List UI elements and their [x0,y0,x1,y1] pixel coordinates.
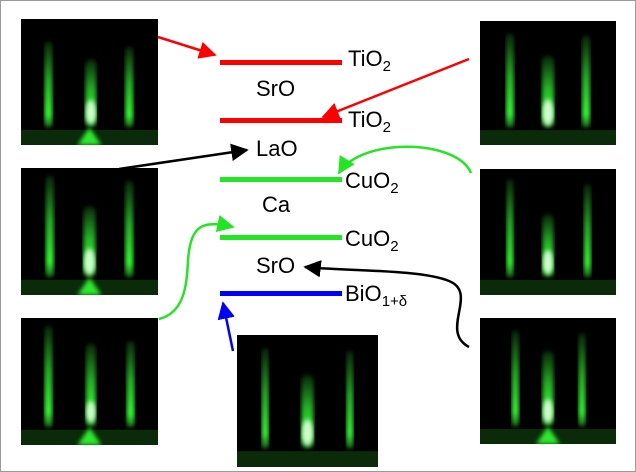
rheed-streak [44,41,53,128]
rheed-streak [506,179,514,278]
rheed-streak [346,350,354,449]
rheed-pattern [21,175,158,295]
rheed-pattern [21,325,158,445]
rheed-streak [583,184,591,278]
arrow-top-left-to-tio2 [157,35,217,59]
arrow-middle-left-to-lao [118,143,249,171]
rheed-shadow-edge [237,451,378,467]
rheed-streak [261,348,269,449]
arrow-middle-right-to-cuo2 [337,145,473,175]
rheed-panel-bottom-right [480,318,616,444]
rheed-shadow-edge [480,279,616,295]
rheed-bright-spot [543,250,553,275]
rheed-bright-spot [543,399,553,424]
rheed-panel-middle-right [480,169,616,295]
rheed-panel-bottom-center [237,335,378,467]
label-tio2-top: TiO2 [348,46,391,75]
label-bio: BiO1+δ [345,281,408,310]
rheed-pattern [480,330,616,444]
rheed-direct-beam [77,277,102,295]
rheed-shadow-edge [480,130,616,145]
rheed-pattern [480,33,616,145]
rheed-panel-top-right [480,21,616,145]
cuo2-upper-line [220,177,342,182]
rheed-streak [126,340,135,428]
tio2-lower-line [220,118,342,123]
label-ca: Ca [262,192,291,217]
rheed-streak [505,33,514,128]
rheed-streak [44,325,53,428]
rheed-bright-spot [542,99,554,126]
rheed-direct-beam [77,427,102,445]
rheed-streak [125,46,134,128]
label-cuo2-upper: CuO2 [345,168,399,197]
rheed-streak [45,175,54,278]
rheed-streak [511,330,519,427]
rheed-pattern [237,348,378,467]
label-cuo2-lower: CuO2 [345,226,399,255]
rheed-direct-beam [77,127,102,145]
label-lao: LaO [256,136,298,161]
label-sro-lower: SrO [256,253,296,278]
rheed-bright-spot [84,248,95,276]
rheed-bright-spot [302,419,313,446]
rheed-panel-top-left [21,19,158,145]
tio2-top-line [220,60,342,65]
rheed-panel-middle-left [21,168,158,295]
rheed-streak [582,35,591,128]
rheed-pattern [480,179,616,295]
label-sro-top: SrO [256,76,296,101]
rheed-panel-bottom-left [21,318,158,445]
rheed-pattern [21,41,158,145]
label-tio2-lower: TiO2 [348,107,391,136]
arrow-bottom-right-to-sro [303,260,470,349]
arrow-bottom-center-to-bio [217,301,235,352]
rheed-direct-beam [536,426,560,444]
bio-line [220,291,342,296]
rheed-streak [125,180,134,278]
arrow-bottom-left-to-cuo2 [158,215,235,321]
arrow-top-right-to-tio2 [321,57,470,120]
rheed-bright-spot [85,100,96,125]
rheed-bright-spot [86,400,96,423]
rheed-streak [578,333,586,427]
cuo2-lower-line [220,235,342,240]
